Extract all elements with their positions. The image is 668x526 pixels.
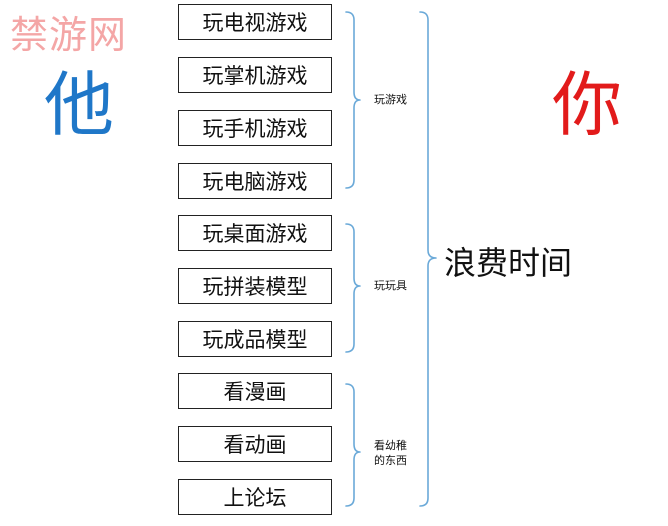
item-box-finished-models: 玩成品模型 <box>178 321 332 357</box>
item-box-model-kits: 玩拼装模型 <box>178 268 332 304</box>
item-box-pc-games: 玩电脑游戏 <box>178 163 332 199</box>
group-label-childish-line1: 看幼稚 <box>374 439 407 452</box>
brace-childish <box>345 383 361 507</box>
group-label-childish: 看幼稚 的东西 <box>374 438 407 468</box>
group-label-toys: 玩玩具 <box>374 279 407 292</box>
item-box-mobile-games: 玩手机游戏 <box>178 110 332 146</box>
item-box-forums: 上论坛 <box>178 479 332 515</box>
item-box-comics: 看漫画 <box>178 373 332 409</box>
group-label-childish-line2: 的东西 <box>374 454 407 467</box>
item-box-tv-games: 玩电视游戏 <box>178 4 332 40</box>
brace-games <box>345 11 361 189</box>
item-box-handheld-games: 玩掌机游戏 <box>178 57 332 93</box>
group-label-games: 玩游戏 <box>374 93 407 106</box>
item-box-board-games: 玩桌面游戏 <box>178 215 332 251</box>
result-label: 浪费时间 <box>444 244 573 282</box>
right-char: 你 <box>552 64 622 146</box>
watermark: 禁游网 <box>10 13 128 57</box>
brace-toys <box>345 223 361 353</box>
item-box-anime: 看动画 <box>178 426 332 462</box>
left-char: 他 <box>44 64 114 146</box>
brace-all <box>419 11 437 507</box>
